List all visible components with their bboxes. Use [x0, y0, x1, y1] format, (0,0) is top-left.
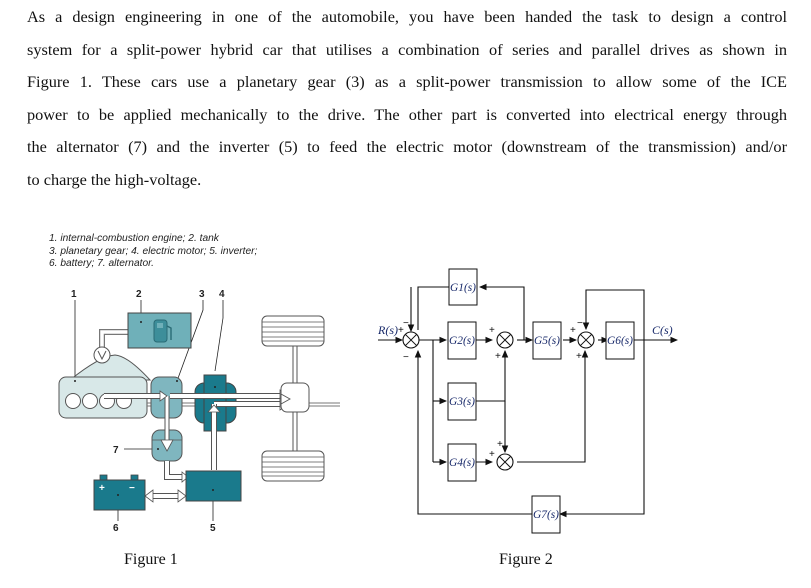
- battery-plus-icon: +: [99, 483, 105, 494]
- paragraph-line: system for a split-power hybrid car that…: [27, 39, 787, 59]
- block-g4: G4(s): [447, 443, 477, 482]
- callout-1: 1: [71, 289, 77, 300]
- sign-s4-minus-top: −: [577, 318, 583, 329]
- sign-s3-plus-top: +: [497, 439, 503, 450]
- fuel-pump-icon: [153, 319, 172, 343]
- block-g2-label: G2(s): [449, 335, 475, 347]
- battery-minus-icon: −: [129, 483, 135, 494]
- callout-6: 6: [113, 523, 119, 534]
- block-g4-label: G4(s): [449, 457, 475, 469]
- block-g7-label: G7(s): [533, 509, 559, 521]
- summing-junction-1: [402, 331, 420, 349]
- problem-statement: As a design engineering in one of the au…: [27, 1, 787, 197]
- block-g7: G7(s): [531, 495, 561, 534]
- figure1-legend: 1. internal-combustion engine; 2. tank 3…: [49, 233, 257, 271]
- paragraph-line: the alternator (7) and the inverter (5) …: [27, 137, 787, 157]
- block-g1-label: G1(s): [450, 282, 476, 294]
- callout-3: 3: [199, 289, 205, 300]
- input-label: R(s): [377, 323, 398, 337]
- output-label: C(s): [652, 323, 673, 337]
- summing-junction-3: [496, 453, 514, 471]
- callout-4: 4: [219, 289, 225, 300]
- sign-s2-plus-bottom: +: [495, 351, 501, 362]
- legend-line: 3. planetary gear; 4. electric motor; 5.…: [49, 245, 258, 257]
- paragraph-line: Figure 1. These cars use a planetary gea…: [27, 72, 787, 92]
- sign-s1-minus-top: −: [403, 318, 409, 329]
- legend-line: 1. internal-combustion engine; 2. tank: [49, 233, 219, 244]
- sign-s4-plus-bottom: +: [576, 351, 582, 362]
- legend-line: 6. battery; 7. alternator.: [49, 258, 154, 270]
- sign-s2-plus-left: +: [489, 325, 495, 336]
- wheel-axle: [261, 315, 325, 482]
- rear-wheel: [261, 450, 325, 482]
- block-g3-label: G3(s): [449, 396, 475, 408]
- callout-5: 5: [210, 523, 216, 534]
- block-g3: G3(s): [447, 382, 477, 421]
- figure2-caption: Figure 2: [499, 551, 553, 568]
- block-g6-label: G6(s): [607, 335, 633, 347]
- front-wheel: [261, 315, 325, 347]
- summing-junction-4: [577, 331, 595, 349]
- paragraph-line: power to be applied mechanically to the …: [27, 104, 787, 124]
- block-g5: G5(s): [532, 321, 562, 360]
- callout-7: 7: [113, 445, 119, 456]
- sign-s4-plus-left: +: [570, 325, 576, 336]
- sign-s1-minus-bottom: −: [403, 352, 409, 363]
- sign-s3-plus-left: +: [489, 449, 495, 460]
- block-g1: G1(s): [448, 268, 478, 306]
- inverter: [185, 470, 242, 502]
- paragraph-line: to charge the high-voltage.: [27, 169, 202, 189]
- figure1-caption: Figure 1: [124, 551, 178, 568]
- summing-junction-2: [496, 331, 514, 349]
- internal-combustion-engine: [58, 346, 152, 419]
- double-arrow-icon: [144, 489, 187, 503]
- callout-2: 2: [136, 289, 142, 300]
- block-g5-label: G5(s): [534, 335, 560, 347]
- sign-s1-plus: +: [398, 325, 404, 336]
- block-g6: G6(s): [605, 321, 635, 360]
- tank: [127, 312, 192, 349]
- battery: + −: [93, 474, 146, 511]
- block-g2: G2(s): [447, 321, 477, 360]
- paragraph-line: As a design engineering in one of the au…: [27, 7, 787, 26]
